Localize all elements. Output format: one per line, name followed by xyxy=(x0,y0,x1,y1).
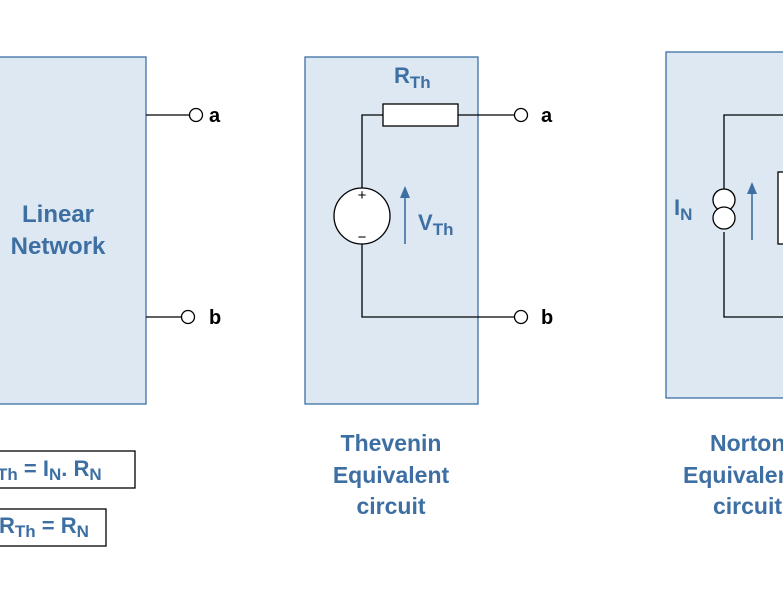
thevenin-wire-top xyxy=(361,114,383,188)
thevenin-terminal-a-label: a xyxy=(541,105,553,127)
thevenin-voltage-label: VTh xyxy=(418,210,453,239)
linear-network-label-line1: Linear xyxy=(22,201,94,228)
thevenin-terminal-b xyxy=(513,309,529,325)
equation-2: RTh = RN xyxy=(0,513,89,541)
equation-1: Th = IN. RN xyxy=(0,456,102,484)
norton-current-source-lower xyxy=(712,206,736,230)
thevenin-caption-line1: Thevenin xyxy=(341,430,442,456)
norton-current-label: IN xyxy=(674,195,692,224)
linear-terminal-a-label: a xyxy=(209,105,221,127)
norton-current-arrow-head xyxy=(747,182,757,194)
thevenin-plus-sign: + xyxy=(358,187,367,204)
linear-network-label-line2: Network xyxy=(11,233,106,260)
thevenin-caption-line2: Equivalent xyxy=(333,462,450,488)
thevenin-terminal-a xyxy=(513,107,529,123)
thevenin-voltage-arrow-head xyxy=(400,186,410,198)
norton-resistor xyxy=(777,171,783,245)
norton-wire-bottom xyxy=(723,232,783,318)
linear-network-box xyxy=(0,56,147,405)
linear-terminal-a xyxy=(188,107,204,123)
norton-wire-top xyxy=(723,114,783,190)
linear-terminal-b-label: b xyxy=(209,307,221,329)
thevenin-terminal-b-label: b xyxy=(541,307,553,329)
equation-box-2 xyxy=(0,508,107,547)
thevenin-caption-line3: circuit xyxy=(356,493,425,519)
equation-box-1 xyxy=(0,450,136,489)
thevenin-minus-sign: − xyxy=(358,229,367,246)
linear-terminal-b xyxy=(180,309,196,325)
norton-caption-line2: Equivalent xyxy=(683,462,783,488)
thevenin-resistor-label: RTh xyxy=(394,63,431,92)
thevenin-wire-bottom xyxy=(361,244,515,318)
norton-caption-line3: circuit xyxy=(713,493,782,519)
norton-caption-line1: Norton xyxy=(710,430,783,456)
thevenin-resistor xyxy=(382,103,459,127)
